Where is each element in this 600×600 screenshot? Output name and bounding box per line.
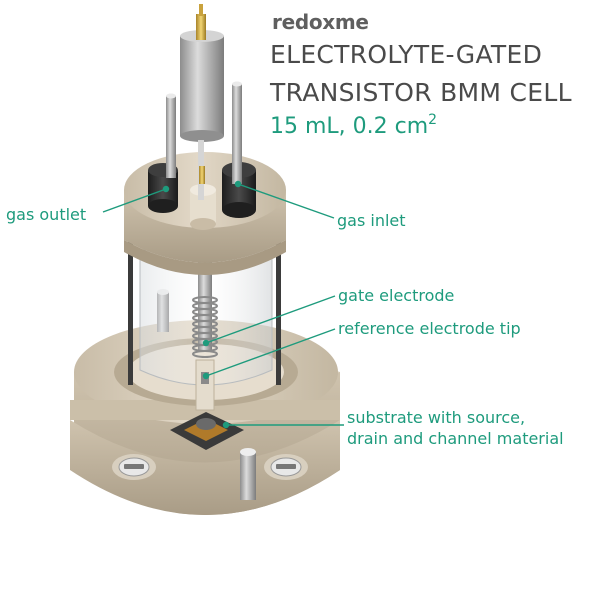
leader-gas-inlet xyxy=(237,183,335,219)
spec-volume-area: 15 mL, 0.2 cm2 xyxy=(270,112,438,139)
brand-logo: redoxme xyxy=(272,10,369,34)
label-gate-electrode: gate electrode xyxy=(338,286,455,305)
leader-lines xyxy=(102,180,344,429)
title-line-2: TRANSISTOR BMM CELL xyxy=(270,78,572,107)
leader-reference-tip xyxy=(205,328,336,377)
label-reference-electrode-tip: reference electrode tip xyxy=(338,319,521,338)
substrate xyxy=(170,412,244,450)
leader-gate-electrode xyxy=(205,295,336,344)
base-screws xyxy=(112,289,308,500)
title-line-1: ELECTROLYTE-GATED xyxy=(270,40,543,69)
leader-gas-outlet xyxy=(102,188,167,213)
label-gas-inlet: gas inlet xyxy=(337,211,406,230)
reference-electrode-body xyxy=(180,4,224,200)
spec-text: 15 mL, 0.2 cm xyxy=(270,114,429,139)
spec-superscript: 2 xyxy=(428,112,438,128)
label-substrate-line-2: drain and channel material xyxy=(347,429,564,448)
label-gas-outlet: gas outlet xyxy=(6,205,87,224)
gas-tubes xyxy=(166,81,242,184)
label-substrate-line-1: substrate with source, xyxy=(347,408,526,427)
